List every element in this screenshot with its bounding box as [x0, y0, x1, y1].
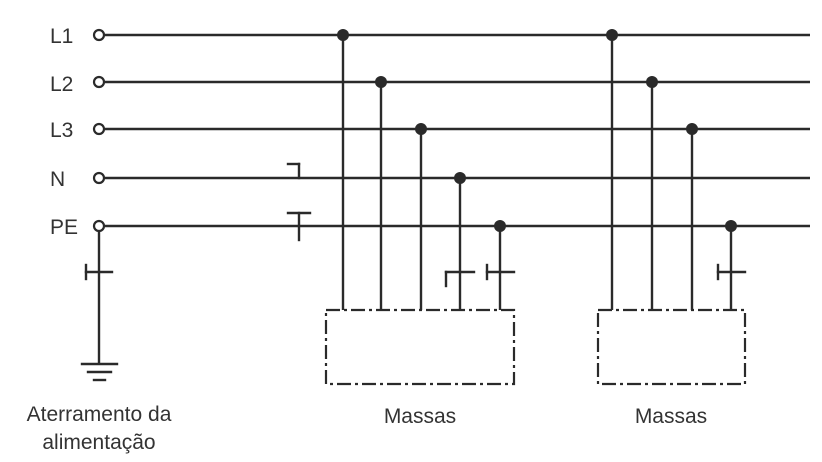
source-caption-line1: Aterramento da [27, 403, 172, 426]
junction-node-load2-l3 [686, 123, 698, 135]
load-enclosure-1 [324, 308, 516, 386]
terminal-l1 [92, 28, 106, 42]
junction-node-load1-l1 [337, 29, 349, 41]
pe-break-marker [286, 211, 312, 242]
terminal-l3 [92, 122, 106, 136]
terminal-n [92, 171, 106, 185]
conductor-label-n: N [50, 168, 65, 191]
neutral-break-marker [286, 162, 301, 180]
load-caption-2: Massas [635, 405, 707, 428]
junction-node-load1-n [454, 172, 466, 184]
conductor-label-l1: L1 [50, 25, 73, 48]
terminal-pe [92, 219, 106, 233]
conductor-label-l2: L2 [50, 73, 73, 96]
load1-n-marker [444, 270, 476, 288]
conductor-label-pe: PE [50, 216, 78, 239]
earth-ground-symbol [80, 362, 119, 382]
load-enclosure-2 [596, 308, 747, 386]
conductor-label-l3: L3 [50, 119, 73, 142]
junction-node-load2-l2 [646, 76, 658, 88]
load1-pe-marker [485, 263, 516, 281]
junction-node-load2-pe [725, 220, 737, 232]
source-caption-line2: alimentação [42, 431, 155, 454]
load-caption-1: Massas [384, 405, 456, 428]
junction-node-load1-pe [494, 220, 506, 232]
load2-pe-marker [716, 263, 747, 281]
junction-node-load2-l1 [606, 29, 618, 41]
junction-node-load1-l3 [415, 123, 427, 135]
terminal-l2 [92, 75, 106, 89]
junction-node-load1-l2 [375, 76, 387, 88]
